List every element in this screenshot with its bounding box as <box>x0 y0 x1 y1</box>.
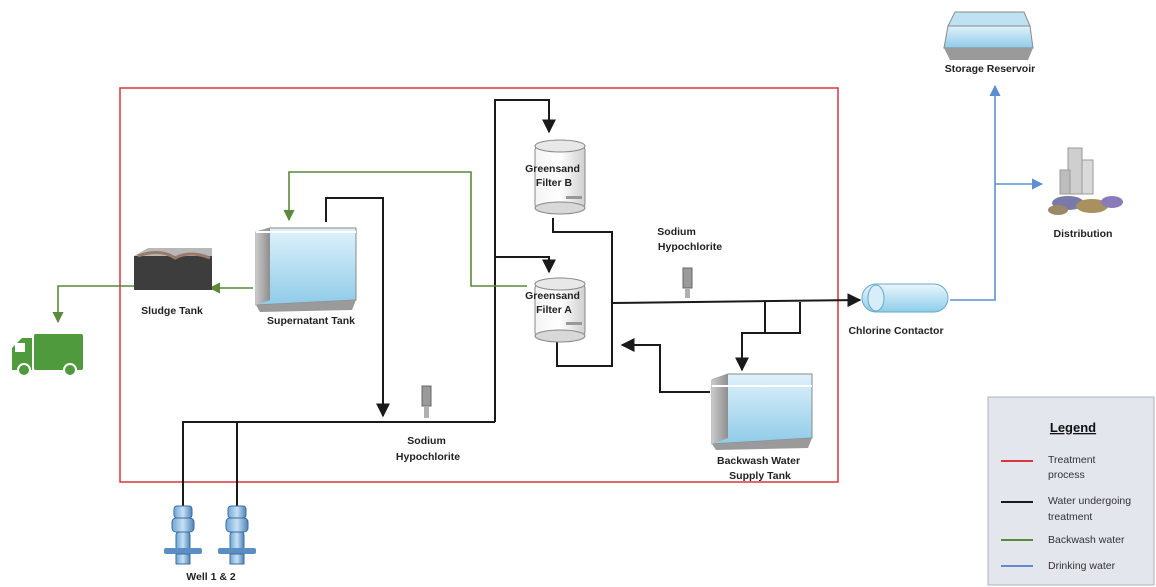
chemical-injector-top-icon <box>682 267 693 298</box>
greensand-filter-b-icon <box>534 139 586 215</box>
legend-box <box>987 396 1155 586</box>
sludge-tank-icon <box>134 248 212 290</box>
greensand-filter-b-label: Greensand Filter B <box>525 163 583 189</box>
storage-reservoir-icon <box>943 11 1034 60</box>
backwash-supply-tank-icon <box>711 373 813 450</box>
distribution-city-icon <box>1048 147 1123 215</box>
well-2-pump-icon <box>218 505 256 565</box>
storage-reservoir-label: Storage Reservoir <box>945 63 1035 75</box>
distribution-label: Distribution <box>1054 228 1113 240</box>
legend-item-drinking: Drinking water <box>1048 560 1116 572</box>
chemical-injector-bottom-icon <box>421 385 432 418</box>
sludge-tank-label: Sludge Tank <box>141 305 203 317</box>
backwash-supply-tank-label: Backwash Water Supply Tank <box>717 455 803 482</box>
greensand-filter-a-icon <box>534 277 586 343</box>
truck-icon <box>12 334 83 377</box>
legend-item-treatment: Treatment process <box>1048 454 1098 481</box>
chlorine-contactor-label: Chlorine Contactor <box>848 325 943 337</box>
drinking-water-lines <box>950 84 1044 301</box>
chlorine-contactor-icon <box>861 283 949 313</box>
legend: Legend Treatment process Water undergoin… <box>987 396 1155 586</box>
treatment-process-boundary <box>119 87 839 483</box>
legend-title: Legend <box>1050 420 1096 435</box>
well-1-pump-icon <box>164 505 202 565</box>
supernatant-tank-icon <box>255 227 357 312</box>
legend-item-backwash: Backwash water <box>1048 534 1125 546</box>
water-treatment-lines <box>182 99 862 510</box>
sodium-hypochlorite-top-label: Sodium Hypochlorite <box>657 226 722 253</box>
greensand-filter-a-label: Greensand Filter A <box>525 290 583 316</box>
legend-item-water-treatment: Water undergoing treatment <box>1048 495 1134 523</box>
wells-label: Well 1 & 2 <box>186 571 236 583</box>
backwash-lines <box>52 171 527 324</box>
supernatant-tank-label: Supernatant Tank <box>267 315 355 327</box>
sodium-hypochlorite-bottom-label: Sodium Hypochlorite <box>396 435 460 463</box>
